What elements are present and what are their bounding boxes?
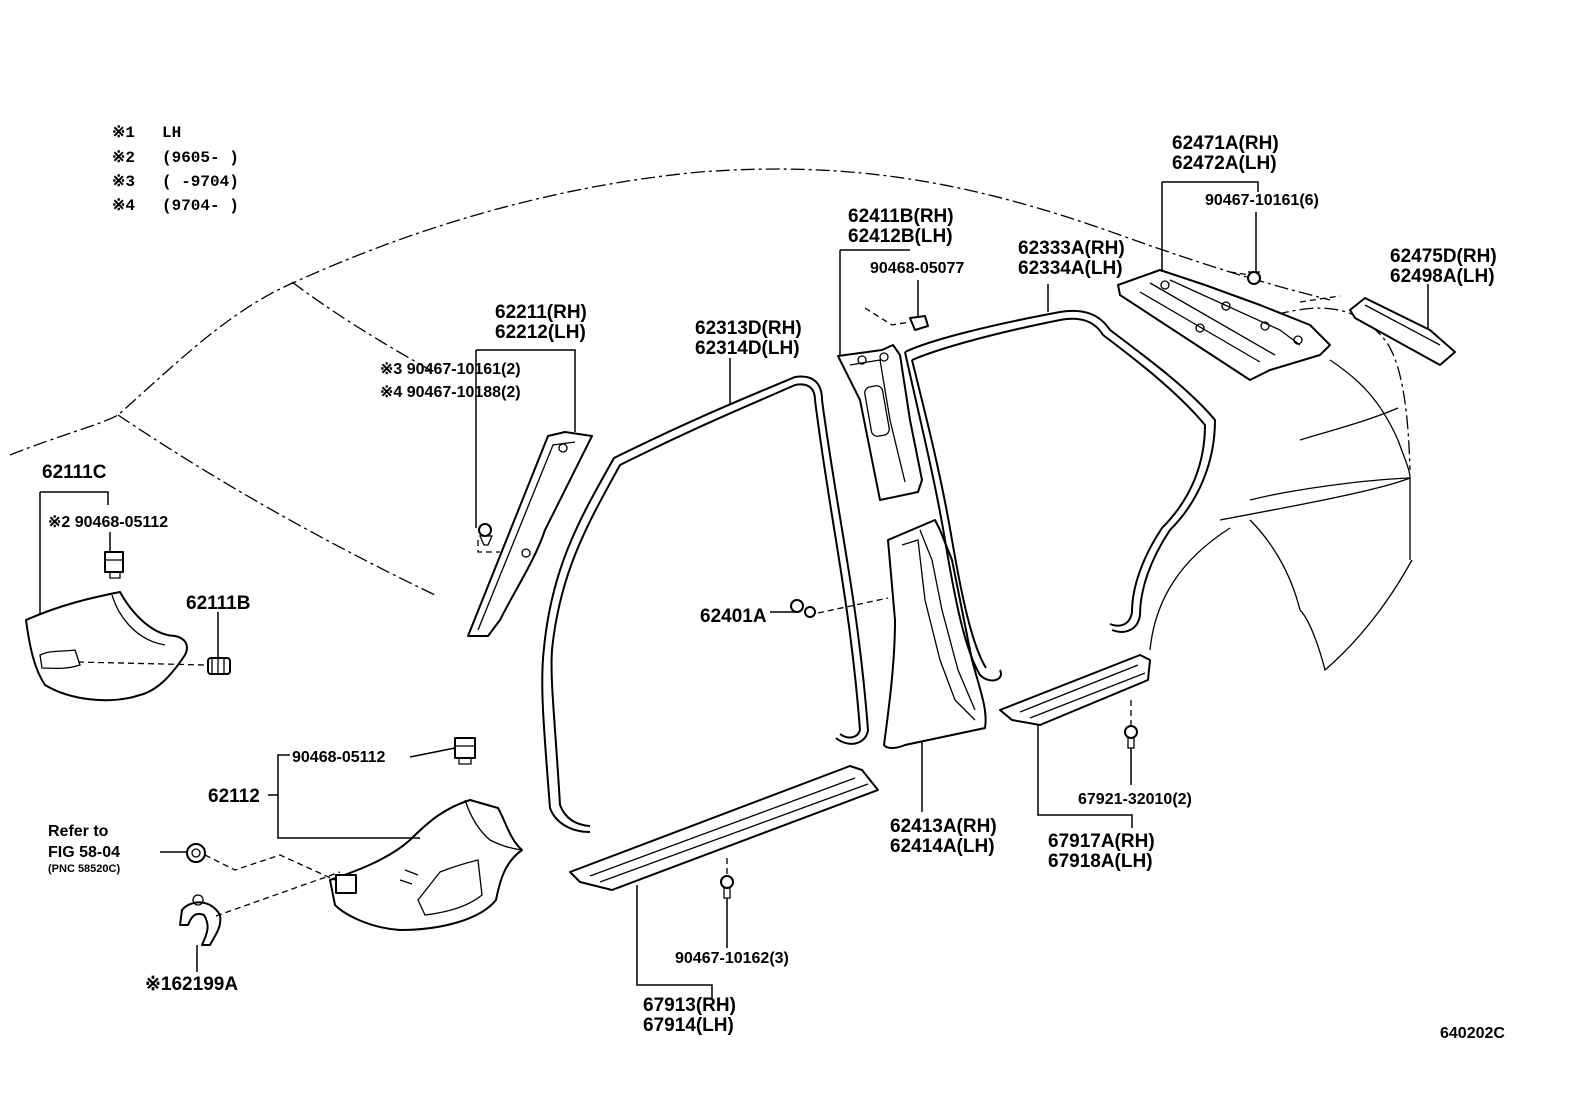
part-labels: 62111C ※2 90468-05112 62111B 90468-05112… [42,133,1505,1042]
part-62313D-front-door-weatherstrip [541,375,869,833]
legend: ※1 LH ※2 (9605- ) ※3 ( -9704) ※4 (9704- … [112,124,239,215]
legend-text-3: ( -9704) [162,173,239,191]
screw-90467-10162 [720,875,734,899]
label-refer-pnc: (PNC 58520C) [48,863,120,875]
clip-90467-10161 [478,523,494,546]
clip-90468-05077 [909,315,929,331]
label-90467-10188-2: ※4 90467-10188(2) [380,384,521,401]
part-62111C-cowl-trim [25,591,188,702]
label-62199A: ※162199A [145,974,238,995]
label-62414A: 62414A(LH) [890,836,995,857]
label-62411B: 62411B(RH) [848,206,954,227]
label-62211: 62211(RH) [495,302,587,323]
legend-mark-4: ※4 [112,197,135,215]
label-62111B: 62111B [186,593,250,614]
label-67914: 67914(LH) [643,1015,734,1036]
label-62412B: 62412B(LH) [848,226,953,247]
label-62413A: 62413A(RH) [890,816,997,837]
label-67913: 67913(RH) [643,995,736,1016]
label-62475D: 62475D(RH) [1390,246,1497,267]
label-62313D: 62313D(RH) [695,318,802,339]
label-62401A: 62401A [700,606,767,627]
label-90468-05077: 90468-05077 [870,260,964,277]
part-62471A-roof-side-garnish [1117,269,1331,381]
label-62111C: 62111C [42,462,107,483]
label-62334A: 62334A(LH) [1018,258,1123,279]
label-62112: 62112 [208,786,260,807]
label-90468-05112-a: ※2 90468-05112 [48,514,168,531]
label-90467-10161-2: ※3 90467-10161(2) [380,361,521,378]
clip-62401A [790,599,816,618]
fastener-62111B [207,657,231,675]
label-90467-10161-6: 90467-10161(6) [1205,192,1319,209]
label-67917A: 67917A(RH) [1048,831,1155,852]
part-62211-front-pillar-garnish [467,431,593,637]
part-67917A-rear-scuff-plate [999,654,1151,726]
label-67921-32010: 67921-32010(2) [1078,791,1192,808]
legend-text-1: LH [162,124,181,142]
label-90468-05112-b: 90468-05112 [292,749,386,766]
part-62333A-rear-door-weatherstrip [904,310,1216,682]
label-67918A: 67918A(LH) [1048,851,1153,872]
part-62112-kick-panel [329,799,523,931]
legend-mark-1: ※1 [112,124,135,142]
figure-code: 640202C [1440,1025,1505,1042]
part-62411B-center-pillar-upper [837,344,923,501]
label-90467-10162-3: 90467-10162(3) [675,950,789,967]
clip-90468-05112-b [454,737,476,765]
part-62199A-bracket [179,894,222,946]
label-62212: 62212(LH) [495,322,586,343]
leader-lines [39,181,1429,1000]
legend-text-2: (9605- ) [162,149,239,167]
part-67913-front-scuff-plate [569,765,879,891]
legend-text-4: (9704- ) [162,197,239,215]
car-body-outline [9,168,1413,672]
screw-67921-32010 [1124,725,1138,749]
label-62333A: 62333A(RH) [1018,238,1125,259]
legend-mark-3: ※3 [112,173,135,191]
legend-mark-2: ※2 [112,149,135,167]
label-62472A: 62472A(LH) [1172,153,1277,174]
label-62498A: 62498A(LH) [1390,266,1495,287]
label-62471A: 62471A(RH) [1172,133,1279,154]
clip-90468-05112-a [104,551,124,579]
clip-refer-58-04 [186,843,206,863]
clip-90467-10161-6 [1247,271,1261,285]
part-62413A-center-pillar-lower [883,519,987,749]
label-refer-to: Refer to [48,823,109,840]
part-62475D-tray-side [1349,297,1456,366]
label-62314D: 62314D(LH) [695,338,800,359]
label-refer-fig: FIG 58-04 [48,844,120,861]
